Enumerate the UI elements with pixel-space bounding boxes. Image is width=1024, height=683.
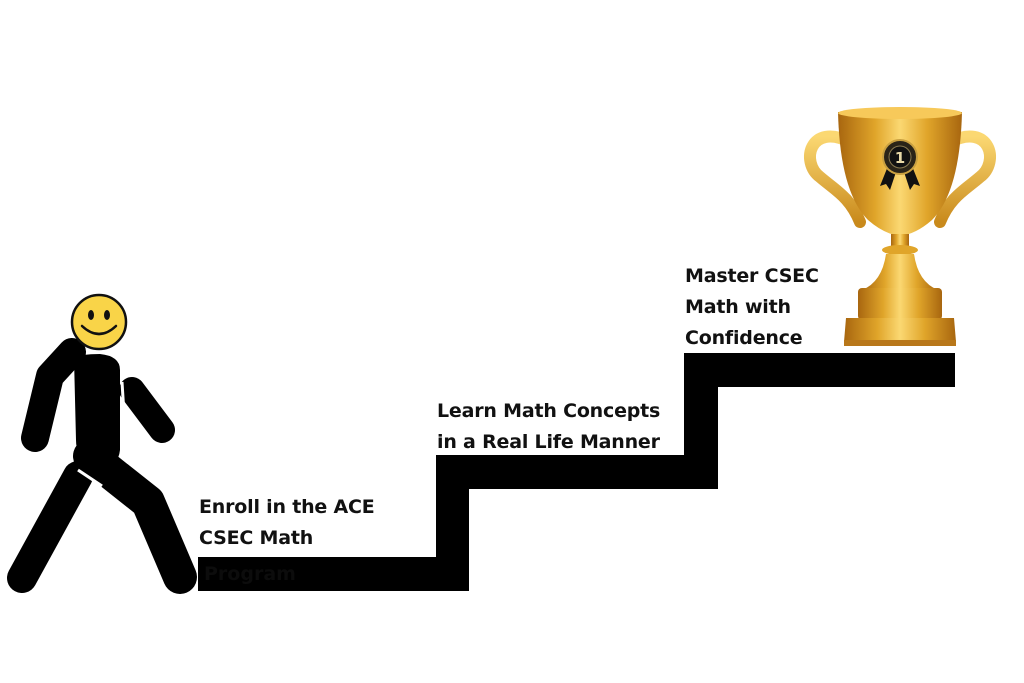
step-3-label-line: Confidence: [685, 327, 803, 349]
step-3-label-line: Math with: [685, 296, 791, 318]
stair-step-2: [436, 455, 718, 489]
smiley-face-icon: [70, 293, 128, 351]
step-3-label-line: Master CSEC: [685, 265, 819, 287]
step-2-label: Learn Math Concepts in a Real Life Manne…: [437, 396, 660, 458]
badge-number: 1: [895, 149, 905, 167]
step-2-label-line: in a Real Life Manner: [437, 431, 660, 453]
walking-person-icon: [7, 293, 197, 594]
award-badge-icon: 1: [880, 139, 920, 190]
step-3-label: Master CSEC Math with Confidence: [685, 261, 819, 354]
step-1-label: Enroll in the ACE CSEC Math: [199, 492, 375, 554]
step-1-hidden-label: Program: [204, 563, 296, 585]
step-2-label-line: Learn Math Concepts: [437, 400, 661, 422]
stair-step-3: [684, 353, 955, 387]
step-1-label-line: Enroll in the ACE: [199, 496, 375, 518]
gold-trophy-icon: 1: [804, 107, 996, 346]
step-1-label-line: CSEC Math: [199, 527, 314, 549]
stair-step-1: [198, 557, 469, 591]
